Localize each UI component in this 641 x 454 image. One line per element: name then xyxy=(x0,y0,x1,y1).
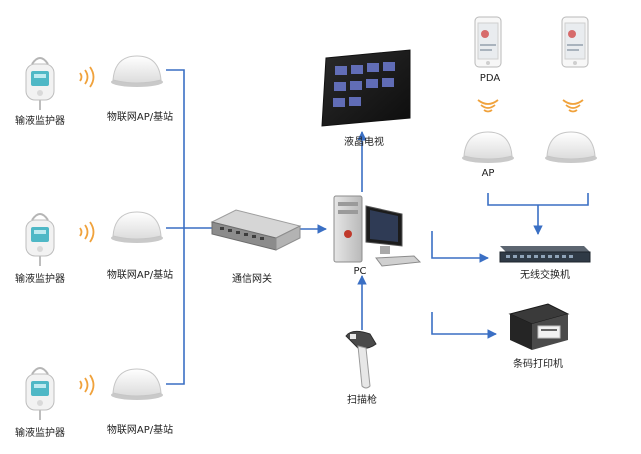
base-station-label-1: 物联网AP/基站 xyxy=(106,112,174,123)
access-point-icon xyxy=(111,368,163,400)
gateway-label: 通信网关 xyxy=(232,274,272,285)
label-printer-icon xyxy=(508,303,570,350)
barcode-scanner-icon xyxy=(345,330,377,389)
infusion-monitor-icon xyxy=(25,367,55,420)
wifi-wave-icon xyxy=(79,66,95,88)
wireless-switch-label: 无线交换机 xyxy=(520,270,570,281)
access-point-icon xyxy=(462,131,514,163)
link-pc-printer xyxy=(431,312,497,339)
link-pc-switch xyxy=(431,231,489,263)
monitor-label-3: 输液监护器 xyxy=(15,428,65,439)
rack-switch-icon xyxy=(499,246,591,263)
monitor-label-1: 输液监护器 xyxy=(15,116,65,127)
infusion-monitor-icon xyxy=(25,213,55,266)
lcd-tv-icon xyxy=(321,49,411,127)
access-point-icon xyxy=(111,55,163,87)
wifi-wave-icon xyxy=(477,99,499,113)
barcode-printer-label: 条码打印机 xyxy=(513,359,563,370)
pda-label: PDA xyxy=(479,73,501,84)
bus-line xyxy=(166,69,185,385)
network-switch-icon xyxy=(210,209,302,251)
wifi-wave-icon xyxy=(79,374,95,396)
monitor-label-2: 输液监护器 xyxy=(15,274,65,285)
tv-label: 液晶电视 xyxy=(344,137,384,148)
access-point-icon xyxy=(545,131,597,163)
base-station-label-2: 物联网AP/基站 xyxy=(106,270,174,281)
smartphone-icon xyxy=(561,16,589,68)
wifi-wave-icon xyxy=(79,221,95,243)
connection-lines xyxy=(166,69,589,385)
base-station-label-3: 物联网AP/基站 xyxy=(106,425,174,436)
wifi-wave-icon xyxy=(562,99,584,113)
pc-label: PC xyxy=(353,266,367,277)
desktop-pc-icon xyxy=(333,195,422,267)
ap-label: AP xyxy=(481,168,495,179)
access-point-icon xyxy=(111,211,163,243)
scanner-label: 扫描枪 xyxy=(347,395,377,406)
infusion-monitor-icon xyxy=(25,57,55,110)
smartphone-icon xyxy=(474,16,502,68)
